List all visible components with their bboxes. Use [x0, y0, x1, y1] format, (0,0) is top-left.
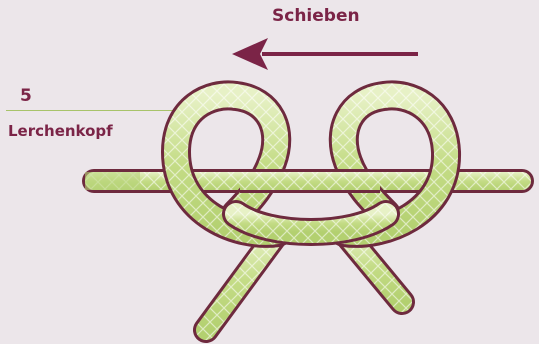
rope-center-bight [222, 200, 400, 246]
push-arrow-icon [232, 38, 418, 70]
step-divider [6, 110, 176, 111]
knot-name: Lerchenkopf [8, 122, 113, 140]
rope-horizontal-over [240, 169, 380, 193]
rope-left-leg [193, 219, 291, 343]
step-number: 5 [20, 86, 32, 106]
push-label: Schieben [272, 6, 360, 26]
